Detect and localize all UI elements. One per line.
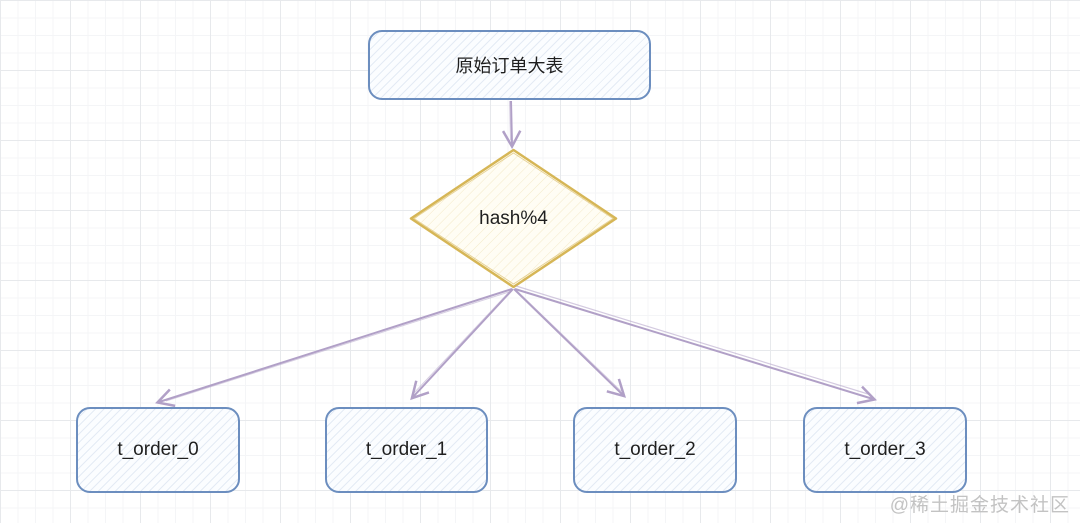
node-t-order-2: t_order_2: [573, 407, 737, 493]
node-t-order-2-label: t_order_2: [614, 439, 696, 460]
node-t-order-0-label: t_order_0: [117, 439, 199, 460]
node-t-order-1: t_order_1: [325, 407, 488, 493]
node-hash-decision-label: hash%4: [479, 208, 548, 229]
arrow-hash-to-shard3: [514, 285, 877, 405]
node-t-order-1-label: t_order_1: [365, 439, 448, 460]
node-t-order-3: t_order_3: [803, 407, 967, 493]
arrow-hash-to-shard1: [410, 288, 514, 401]
node-t-order-3-label: t_order_3: [844, 439, 926, 460]
arrow-hash-to-shard2: [513, 288, 626, 398]
node-source-table-label: 原始订单大表: [455, 56, 564, 76]
arrow-source-to-hash: [501, 100, 522, 150]
node-source-table: 原始订单大表: [368, 30, 651, 100]
arrow-hash-to-shard0: [155, 288, 513, 408]
node-hash-decision: hash%4: [410, 149, 617, 289]
node-t-order-0: t_order_0: [76, 407, 240, 493]
watermark: @稀土掘金技术社区: [889, 495, 1070, 516]
hash-diamond-shape: [409, 148, 618, 289]
